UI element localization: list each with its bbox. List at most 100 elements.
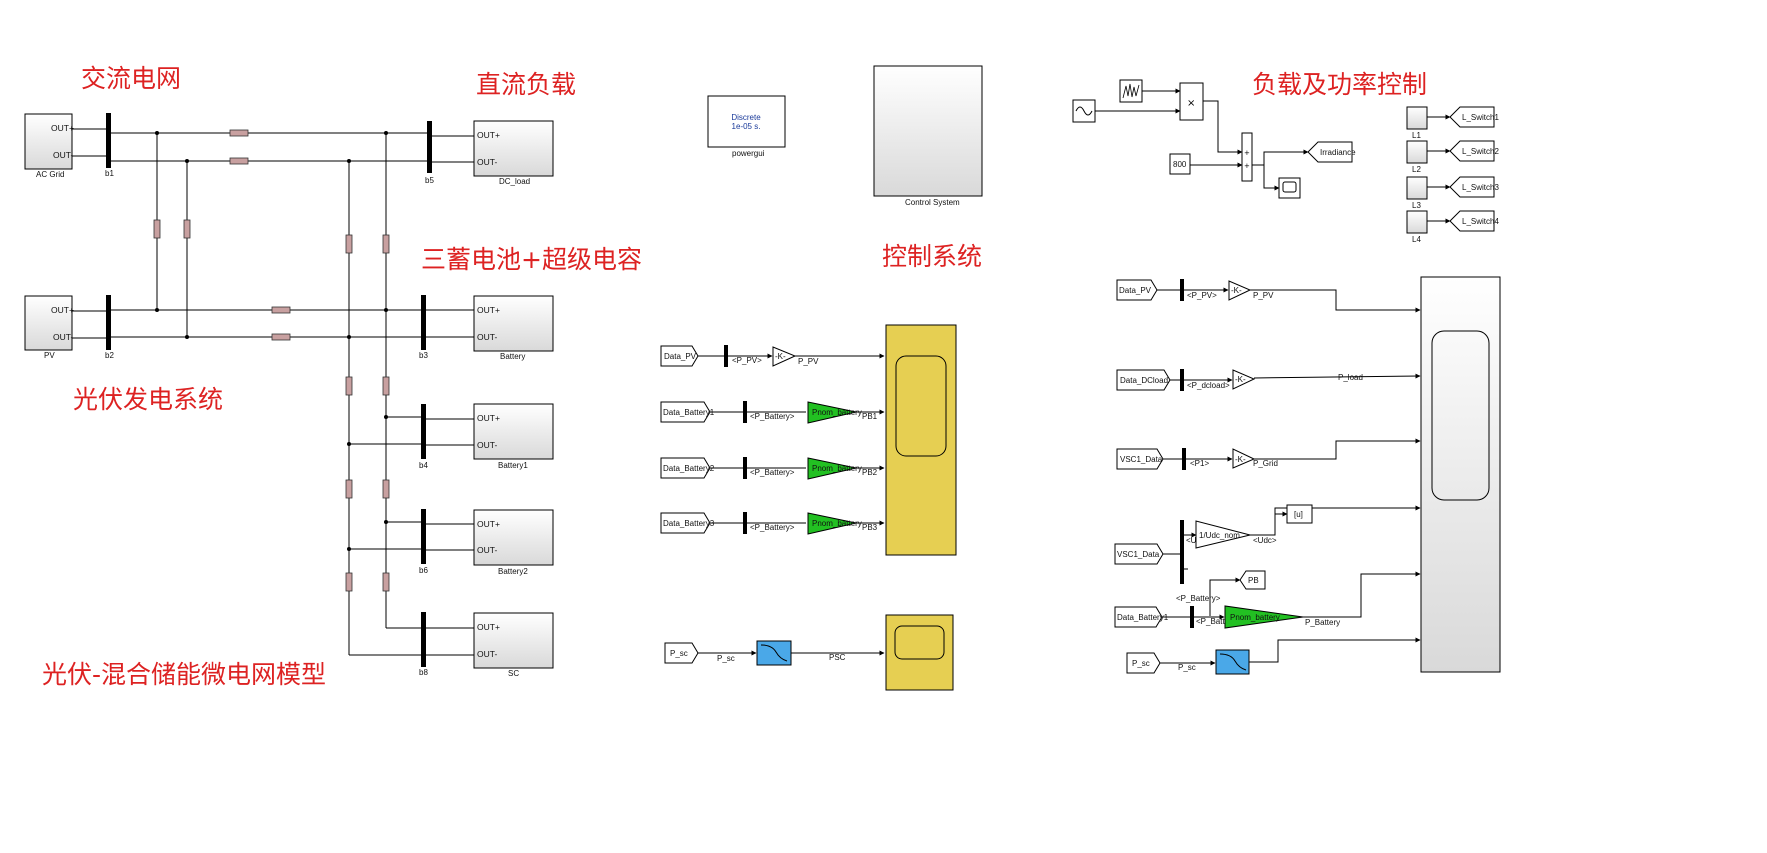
goto-l-switch4[interactable]: L_Switch4 bbox=[1449, 210, 1499, 232]
control-system-label: Control System bbox=[905, 198, 960, 207]
powergui-block[interactable]: Discrete 1e-05 s. powergui bbox=[707, 95, 786, 158]
sel-p-battery-top: <P_Battery> bbox=[1176, 594, 1221, 603]
battery1-label: Battery1 bbox=[498, 461, 528, 470]
svg-text:L_Switch1: L_Switch1 bbox=[1462, 113, 1499, 122]
pv-block[interactable]: OUT+ OUT- PV bbox=[24, 295, 74, 360]
control-system-block[interactable]: Control System bbox=[873, 65, 983, 207]
svg-text:OUT-: OUT- bbox=[53, 332, 73, 342]
pnom-battery-gain-2[interactable]: Pnom_battery bbox=[807, 457, 862, 480]
svg-text:OUT+: OUT+ bbox=[477, 305, 500, 315]
gain-k-right-1[interactable]: -K- bbox=[1228, 280, 1252, 301]
sel-p-battery-2: <P_Battery> bbox=[750, 468, 795, 477]
svg-text:Data_Battery3: Data_Battery3 bbox=[663, 519, 715, 528]
from-vsc1-data-2[interactable]: VSC1_Data bbox=[1114, 543, 1164, 565]
constant-800-block[interactable]: 800 bbox=[1169, 153, 1191, 175]
scope-small-right-top[interactable] bbox=[1278, 177, 1301, 199]
dc-load-label: DC_load bbox=[499, 177, 530, 186]
svg-text:OUT+: OUT+ bbox=[51, 123, 74, 133]
from-data-battery2[interactable]: Data_Battery2 bbox=[660, 457, 715, 479]
pnom-battery-gain-1[interactable]: Pnom_battery bbox=[807, 401, 862, 424]
from-data-battery1[interactable]: Data_Battery1 bbox=[660, 401, 715, 423]
bus-b5-label: b5 bbox=[425, 176, 434, 185]
goto-l-switch2[interactable]: L_Switch2 bbox=[1449, 140, 1499, 162]
battery2-block[interactable]: OUT+ OUT- Battery2 bbox=[473, 509, 554, 576]
manual-switch-l1[interactable]: L1 bbox=[1406, 106, 1428, 140]
battery-block[interactable]: OUT+ OUT- Battery bbox=[473, 295, 554, 361]
from-data-dcload[interactable]: Data_DCload bbox=[1116, 369, 1171, 391]
bus-b4-label: b4 bbox=[419, 461, 428, 470]
gain-k-middle[interactable]: -K- bbox=[772, 346, 797, 367]
battery1-block[interactable]: OUT+ OUT- Battery1 bbox=[473, 403, 554, 470]
sel-p1: <P1> bbox=[1190, 459, 1209, 468]
title-model: 光伏-混合储能微电网模型 bbox=[42, 660, 327, 689]
pnom-battery-gain-3[interactable]: Pnom_battery bbox=[807, 512, 862, 535]
svg-text:-K-: -K- bbox=[1235, 375, 1246, 384]
transfer-fcn-right[interactable] bbox=[1215, 649, 1250, 675]
title-ac-grid: 交流电网 bbox=[81, 64, 182, 93]
svg-text:OUT+: OUT+ bbox=[477, 130, 500, 140]
from-p-sc-right[interactable]: P_sc bbox=[1126, 652, 1161, 674]
svg-text:Discrete: Discrete bbox=[731, 113, 761, 122]
bus-b6 bbox=[421, 509, 426, 564]
battery-label: Battery bbox=[500, 352, 525, 361]
repeating-sequence-block[interactable] bbox=[1119, 79, 1143, 103]
sum-block[interactable]: + + bbox=[1241, 132, 1253, 182]
transfer-fcn-middle[interactable] bbox=[756, 640, 792, 666]
bus-b1-label: b1 bbox=[105, 169, 114, 178]
powergui-label: powergui bbox=[732, 149, 765, 158]
svg-text:Irradiance: Irradiance bbox=[1320, 148, 1356, 157]
from-data-battery1-right[interactable]: Data_Battery1 bbox=[1114, 606, 1169, 628]
manual-switch-l2[interactable]: L2 bbox=[1406, 140, 1428, 174]
right-bottom-lines bbox=[1157, 287, 1421, 666]
goto-irradiance[interactable]: Irradiance bbox=[1307, 141, 1356, 163]
svg-text:VSC1_Data: VSC1_Data bbox=[1120, 455, 1163, 464]
svg-text:OUT-: OUT- bbox=[477, 649, 497, 659]
goto-l-switch1[interactable]: L_Switch1 bbox=[1449, 106, 1499, 128]
goto-u[interactable]: [u] bbox=[1286, 504, 1313, 524]
battery2-label: Battery2 bbox=[498, 567, 528, 576]
svg-text:OUT-: OUT- bbox=[53, 150, 73, 160]
ac-grid-block[interactable]: OUT+ OUT- AC Grid bbox=[24, 113, 74, 179]
gain-k-right-3[interactable]: -K- bbox=[1232, 448, 1256, 469]
sine-wave-block[interactable] bbox=[1072, 99, 1096, 123]
from-vsc1-data-1[interactable]: VSC1_Data bbox=[1116, 448, 1164, 470]
sel-p-battery-1: <P_Battery> bbox=[750, 412, 795, 421]
right-top-lines bbox=[1095, 88, 1451, 224]
dc-load-block[interactable]: OUT+ OUT- DC_load bbox=[473, 120, 554, 186]
from-p-sc[interactable]: P_sc bbox=[664, 642, 699, 664]
sig-p-pv: P_PV bbox=[798, 357, 819, 366]
gain-k-right-2[interactable]: -K- bbox=[1232, 369, 1256, 390]
pnom-battery-gain-right[interactable]: Pnom_battery bbox=[1224, 605, 1304, 629]
scope-large-middle[interactable] bbox=[885, 324, 957, 556]
sig-psc: PSC bbox=[829, 653, 846, 662]
svg-text:Data_DCload: Data_DCload bbox=[1120, 376, 1168, 385]
svg-text:Pnom_battery: Pnom_battery bbox=[812, 408, 862, 417]
from-data-battery3[interactable]: Data_Battery3 bbox=[660, 512, 715, 534]
manual-switch-l4[interactable]: L4 bbox=[1406, 210, 1428, 244]
bus-b2 bbox=[106, 295, 111, 350]
sig-p-pv-right: P_PV bbox=[1253, 291, 1274, 300]
gain-udc-nom[interactable]: 1/Udc_nom bbox=[1195, 520, 1251, 549]
svg-text:L_Switch3: L_Switch3 bbox=[1462, 183, 1499, 192]
bus-bars bbox=[106, 113, 432, 667]
from-data-pv-right[interactable]: Data_PV bbox=[1116, 279, 1158, 301]
svg-text:OUT+: OUT+ bbox=[477, 622, 500, 632]
manual-switch-l3[interactable]: L3 bbox=[1406, 176, 1428, 210]
scope-large-right[interactable] bbox=[1420, 276, 1501, 673]
product-block[interactable]: × bbox=[1179, 82, 1204, 121]
sel-p-dcload: <P_dcload> bbox=[1187, 381, 1230, 390]
title-pv-system: 光伏发电系统 bbox=[73, 385, 224, 414]
sig-pb1: PB1 bbox=[862, 412, 878, 421]
svg-text:+: + bbox=[1244, 162, 1250, 170]
from-data-pv[interactable]: Data_PV bbox=[660, 345, 699, 367]
goto-pb[interactable]: PB bbox=[1239, 570, 1266, 590]
svg-text:×: × bbox=[1187, 98, 1195, 109]
sc-label: SC bbox=[508, 669, 519, 678]
sel-p-pv-right: <P_PV> bbox=[1187, 291, 1217, 300]
bus-b2-label: b2 bbox=[105, 351, 114, 360]
sc-block[interactable]: OUT+ OUT- SC bbox=[473, 612, 554, 678]
scope-small-middle[interactable] bbox=[885, 614, 954, 691]
svg-text:OUT+: OUT+ bbox=[477, 413, 500, 423]
svg-text:-K-: -K- bbox=[1235, 455, 1246, 464]
goto-l-switch3[interactable]: L_Switch3 bbox=[1449, 176, 1499, 198]
